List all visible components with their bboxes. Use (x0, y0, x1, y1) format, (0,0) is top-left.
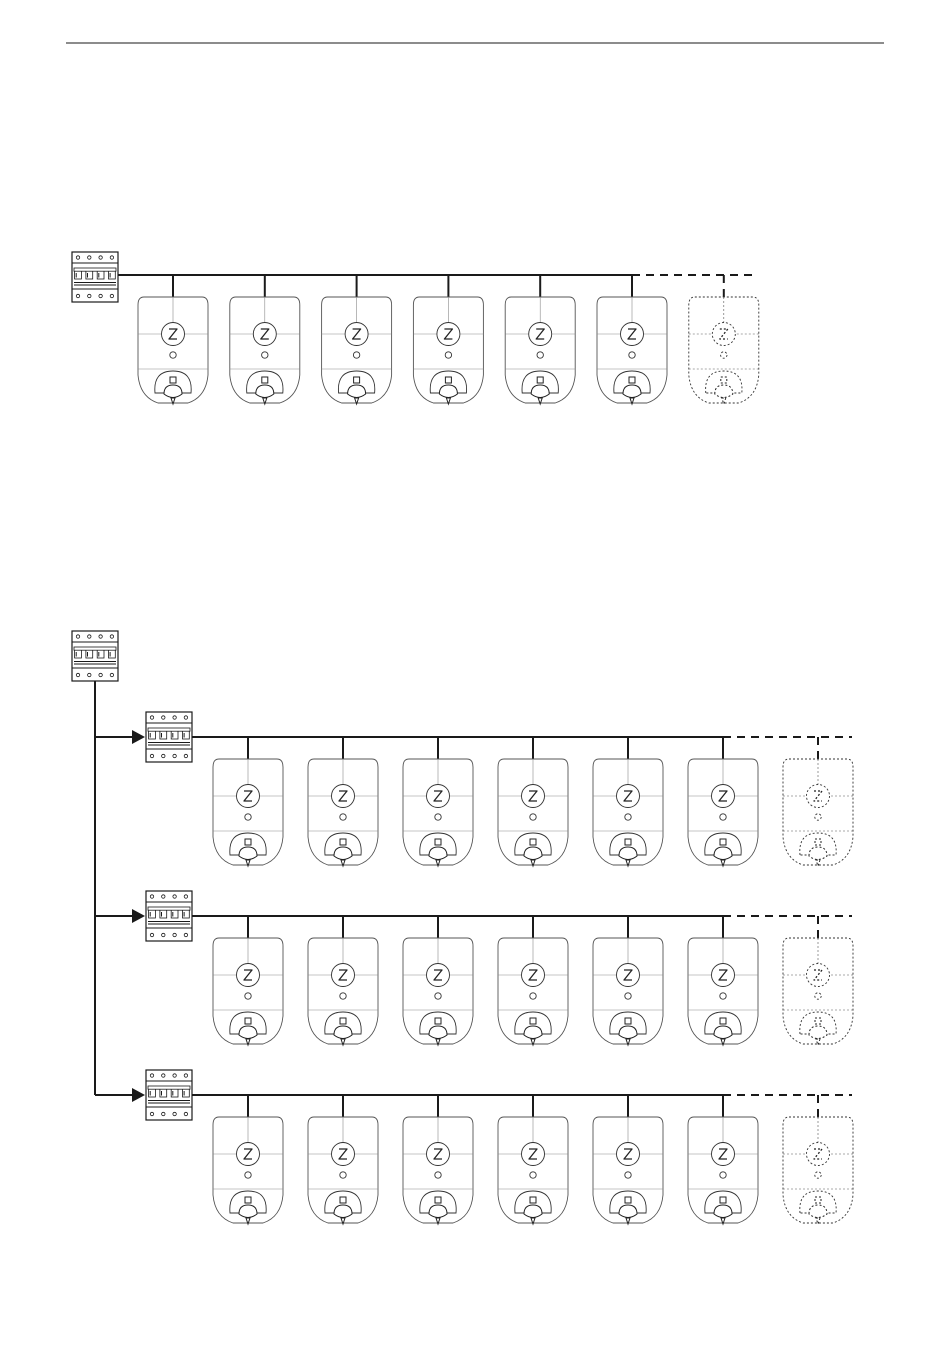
sub-breaker-1-icon (146, 712, 192, 762)
row-2-charger-icon (308, 938, 378, 1045)
row-3-charger-icon (308, 1117, 378, 1224)
row-1-charger-icon (593, 759, 663, 866)
row-2-charger-icon (688, 938, 758, 1045)
row-single-optional-charger-icon (689, 297, 759, 404)
row-1-charger-icon (308, 759, 378, 866)
row-single-charger-icon (413, 297, 483, 404)
arrow-right-icon (132, 730, 145, 744)
row-2-charger-icon (213, 938, 283, 1045)
arrow-right-icon (132, 909, 145, 923)
row-single-charger-icon (505, 297, 575, 404)
row-3-charger-icon (688, 1117, 758, 1224)
row-2-charger-icon (593, 938, 663, 1045)
row-3-optional-charger-icon (783, 1117, 853, 1224)
sub-breaker-2-icon (146, 891, 192, 941)
row-3-charger-icon (593, 1117, 663, 1224)
row-2-optional-charger-icon (783, 938, 853, 1045)
row-single-charger-icon (138, 297, 208, 404)
row-2-charger-icon (403, 938, 473, 1045)
sub-breaker-3-icon (146, 1070, 192, 1120)
arrow-right-icon (132, 1088, 145, 1102)
row-3-charger-icon (403, 1117, 473, 1224)
row-1-charger-icon (403, 759, 473, 866)
row-single-charger-icon (322, 297, 392, 404)
row-3-charger-icon (213, 1117, 283, 1224)
row-single-charger-icon (597, 297, 667, 404)
main-breaker-multi-icon (72, 631, 118, 681)
main-breaker-icon (72, 252, 118, 302)
row-1-charger-icon (498, 759, 568, 866)
row-3-charger-icon (498, 1117, 568, 1224)
row-1-optional-charger-icon (783, 759, 853, 866)
row-1-charger-icon (688, 759, 758, 866)
row-single-charger-icon (230, 297, 300, 404)
row-1-charger-icon (213, 759, 283, 866)
row-2-charger-icon (498, 938, 568, 1045)
